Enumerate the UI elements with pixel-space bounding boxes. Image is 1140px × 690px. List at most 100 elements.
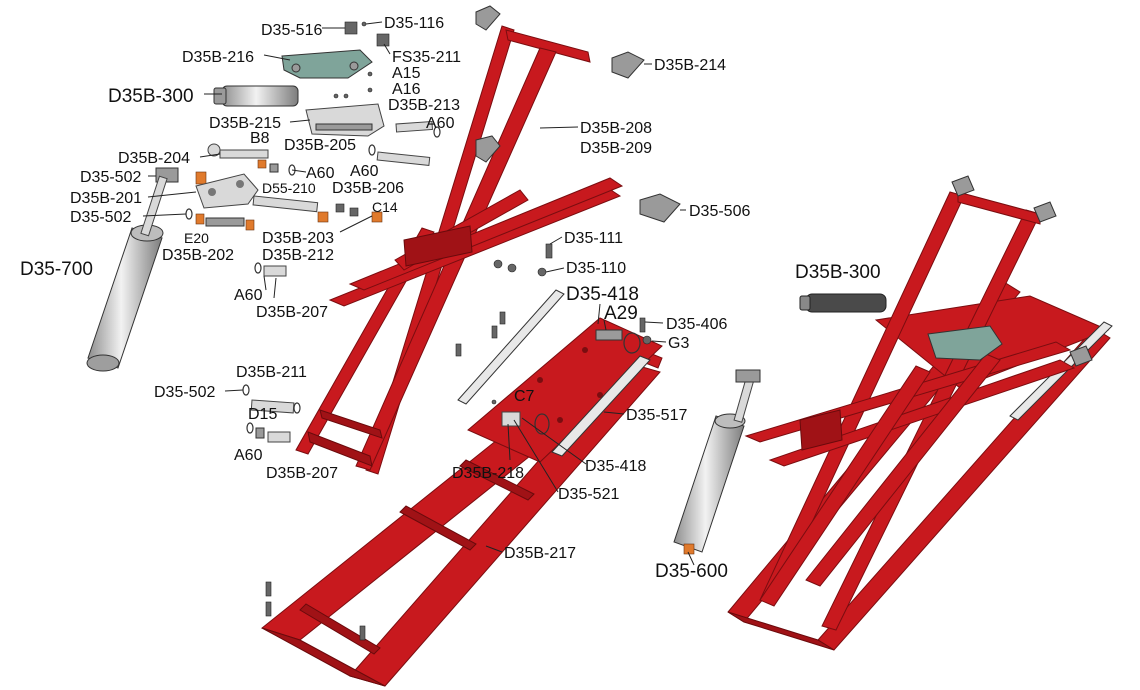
part-label: D35B-213: [388, 97, 460, 114]
assembled-lift: [673, 175, 1113, 651]
part-label: D55-210: [262, 180, 316, 196]
hex-nut: [344, 21, 358, 35]
part-label: A60: [426, 115, 455, 132]
bushing: [255, 427, 265, 439]
part-label: D35-517: [626, 407, 687, 424]
hydraulic-cylinder-small: [799, 293, 887, 313]
part-label: D35-521: [558, 486, 619, 503]
bolt: [545, 243, 553, 259]
small-screw: [491, 399, 497, 405]
hydraulic-cylinder-main: [673, 369, 761, 555]
part-label: D35B-300: [108, 86, 194, 107]
part-labels: D35-516 D35-116 D35B-216 FS35-211 A15 A1…: [20, 15, 881, 582]
washer: [642, 335, 652, 345]
bushing: [195, 213, 205, 225]
part-label: D35B-215: [209, 115, 281, 132]
part-label: D35B-218: [452, 465, 524, 482]
small-screw: [333, 93, 339, 99]
bolt: [455, 343, 462, 357]
part-label: C14: [372, 199, 398, 215]
slider-block: [611, 51, 645, 79]
bushing: [195, 171, 207, 185]
bolt: [491, 325, 498, 339]
washer: [493, 259, 503, 269]
part-label: D35B-300: [795, 262, 881, 283]
part-label: D35-110: [566, 260, 626, 277]
part-label: D35-502: [80, 169, 141, 186]
mount-block: [501, 411, 521, 427]
small-screw: [367, 87, 373, 93]
washer: [207, 143, 221, 157]
slider-block: [475, 5, 501, 31]
part-label: D15: [248, 406, 277, 423]
housing-block: [305, 103, 385, 137]
pin: [252, 195, 319, 213]
small-screw: [343, 93, 349, 99]
part-label: A29: [604, 303, 638, 324]
part-label: D35B-204: [118, 150, 190, 167]
part-label: B8: [250, 130, 270, 147]
part-label: D35B-214: [654, 57, 726, 74]
pin: [205, 217, 245, 227]
part-label: D35B-205: [284, 137, 356, 154]
pin: [267, 431, 291, 443]
part-label: D35-700: [20, 259, 93, 280]
part-label: D35B-201: [70, 190, 142, 207]
part-label: D35-418: [585, 458, 646, 475]
part-label: D35B-209: [580, 140, 652, 157]
bolt: [359, 625, 366, 641]
part-label: D35-502: [154, 384, 215, 401]
part-label: FS35-211: [392, 49, 461, 66]
leader-lines: [142, 21, 695, 566]
lower-scissor-arm: [328, 177, 624, 307]
bolt: [499, 311, 506, 325]
small-screw: [361, 21, 367, 27]
slider-block: [639, 193, 681, 223]
part-label: A60: [234, 447, 263, 464]
hydraulic-cylinder-main: [86, 175, 168, 372]
slider-block: [951, 175, 975, 197]
bolt: [639, 317, 646, 333]
part-label: D35B-206: [332, 180, 404, 197]
washer: [537, 267, 547, 277]
part-label: D35B-203: [262, 230, 334, 247]
slider-block: [475, 135, 501, 163]
top-plate: [281, 49, 373, 79]
hex-nut: [376, 33, 390, 47]
cylinder-bracket: [195, 173, 259, 209]
roller: [595, 329, 623, 341]
part-label: D35-600: [655, 561, 728, 582]
bushing: [317, 211, 329, 223]
part-label: D35B-212: [262, 247, 334, 264]
bushing: [257, 159, 267, 169]
hydraulic-cylinder-small: [213, 85, 299, 107]
part-label: A15: [392, 65, 421, 82]
part-label: D35-406: [666, 316, 727, 333]
part-label: D35B-217: [504, 545, 576, 562]
part-label: D35B-211: [236, 364, 307, 381]
top-plate: [927, 325, 1003, 361]
pin: [395, 120, 434, 133]
nut: [349, 207, 359, 217]
bolt: [265, 601, 272, 617]
slide-rail: [457, 289, 565, 405]
part-label: D35-116: [384, 15, 444, 32]
part-label: D35-418: [566, 284, 639, 305]
part-label: D35-516: [261, 22, 322, 39]
part-label: E20: [184, 230, 209, 246]
bushing: [245, 219, 255, 231]
part-label: C7: [514, 388, 535, 405]
slide-rail: [551, 355, 651, 457]
part-label: D35B-202: [162, 247, 234, 264]
exploded-lift-assembly: [86, 5, 681, 687]
part-label: D35-502: [70, 209, 131, 226]
part-label: A60: [306, 165, 335, 182]
pin: [376, 151, 431, 166]
part-label: D35-111: [564, 230, 623, 247]
part-label: D35B-208: [580, 120, 652, 137]
part-label: D35-506: [689, 203, 750, 220]
part-label: G3: [668, 335, 689, 352]
part-label: D35B-207: [266, 465, 338, 482]
part-label: A16: [392, 81, 421, 98]
